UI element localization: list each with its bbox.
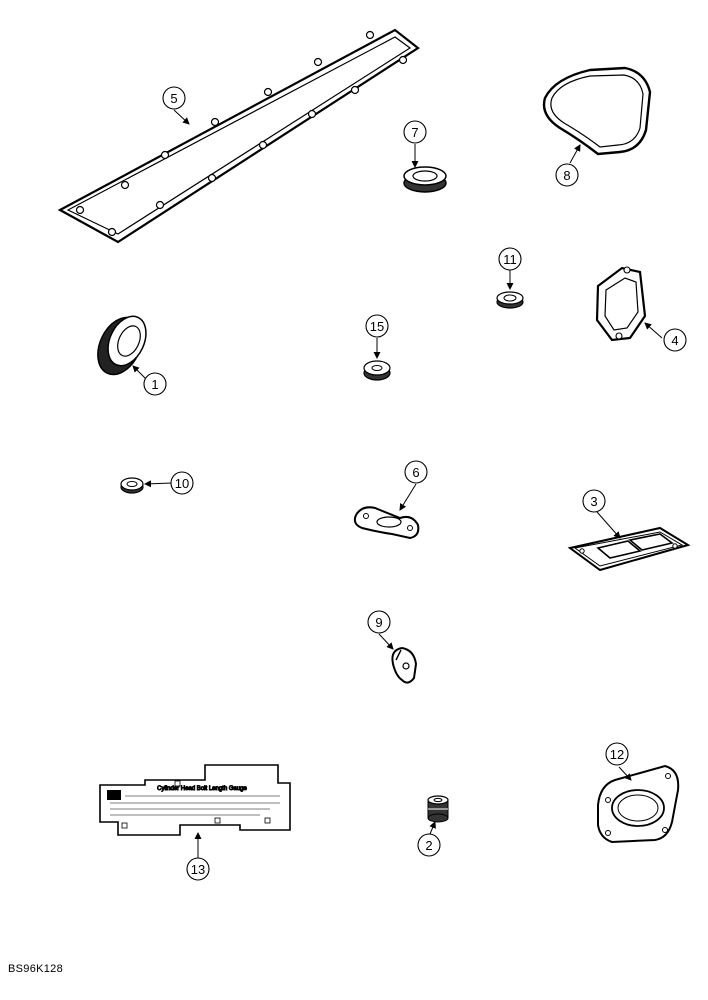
bolt-length-gauge-part: Cylinder Head Bolt Length Gauge bbox=[99, 764, 291, 836]
flange-gasket-part bbox=[597, 764, 680, 844]
callout-12: 12 bbox=[605, 742, 629, 766]
manifold-gasket-part bbox=[595, 266, 647, 342]
seal-part bbox=[403, 166, 447, 193]
valve-cover-gasket-part bbox=[542, 66, 652, 156]
callout-6: 6 bbox=[404, 460, 428, 484]
clip-part bbox=[391, 646, 418, 684]
svg-text:9: 9 bbox=[375, 615, 382, 630]
callout-1: 1 bbox=[143, 372, 167, 396]
svg-text:10: 10 bbox=[175, 476, 189, 491]
intake-gasket-part bbox=[567, 526, 691, 572]
figure-code: BS96K128 bbox=[8, 963, 63, 975]
svg-text:5: 5 bbox=[170, 91, 177, 106]
grommet-part bbox=[363, 360, 391, 381]
callout-9: 9 bbox=[367, 610, 391, 634]
svg-text:8: 8 bbox=[563, 168, 570, 183]
callout-4: 4 bbox=[663, 328, 687, 352]
svg-text:11: 11 bbox=[503, 252, 517, 267]
small-seal-part bbox=[496, 291, 524, 309]
svg-text:2: 2 bbox=[425, 838, 432, 853]
leader-lines bbox=[132, 109, 663, 858]
crankshaft-seal-part bbox=[97, 315, 147, 376]
callout-7: 7 bbox=[403, 120, 427, 144]
callout-15: 15 bbox=[365, 314, 389, 338]
rocker-cover-gasket-part bbox=[57, 28, 420, 244]
callout-13: 13 bbox=[186, 857, 210, 881]
callout-10: 10 bbox=[170, 471, 194, 495]
callout-2: 2 bbox=[417, 833, 441, 857]
svg-text:7: 7 bbox=[411, 125, 418, 140]
spacer-grommet-part bbox=[427, 795, 449, 823]
svg-text:12: 12 bbox=[610, 747, 624, 762]
svg-text:3: 3 bbox=[590, 494, 597, 509]
gauge-title: Cylinder Head Bolt Length Gauge bbox=[157, 786, 247, 792]
callout-11: 11 bbox=[498, 247, 522, 271]
outlet-gasket-part bbox=[353, 506, 420, 540]
svg-text:15: 15 bbox=[370, 319, 384, 334]
svg-text:4: 4 bbox=[671, 333, 678, 348]
svg-text:1: 1 bbox=[151, 377, 158, 392]
callout-5: 5 bbox=[162, 86, 186, 110]
callouts: 5 7 8 11 4 15 1 10 6 3 9 12 2 13 bbox=[143, 86, 687, 881]
callout-3: 3 bbox=[582, 489, 606, 513]
callout-8: 8 bbox=[555, 163, 579, 187]
svg-text:6: 6 bbox=[412, 465, 419, 480]
washer-seal-part bbox=[120, 477, 144, 494]
svg-text:13: 13 bbox=[191, 862, 205, 877]
